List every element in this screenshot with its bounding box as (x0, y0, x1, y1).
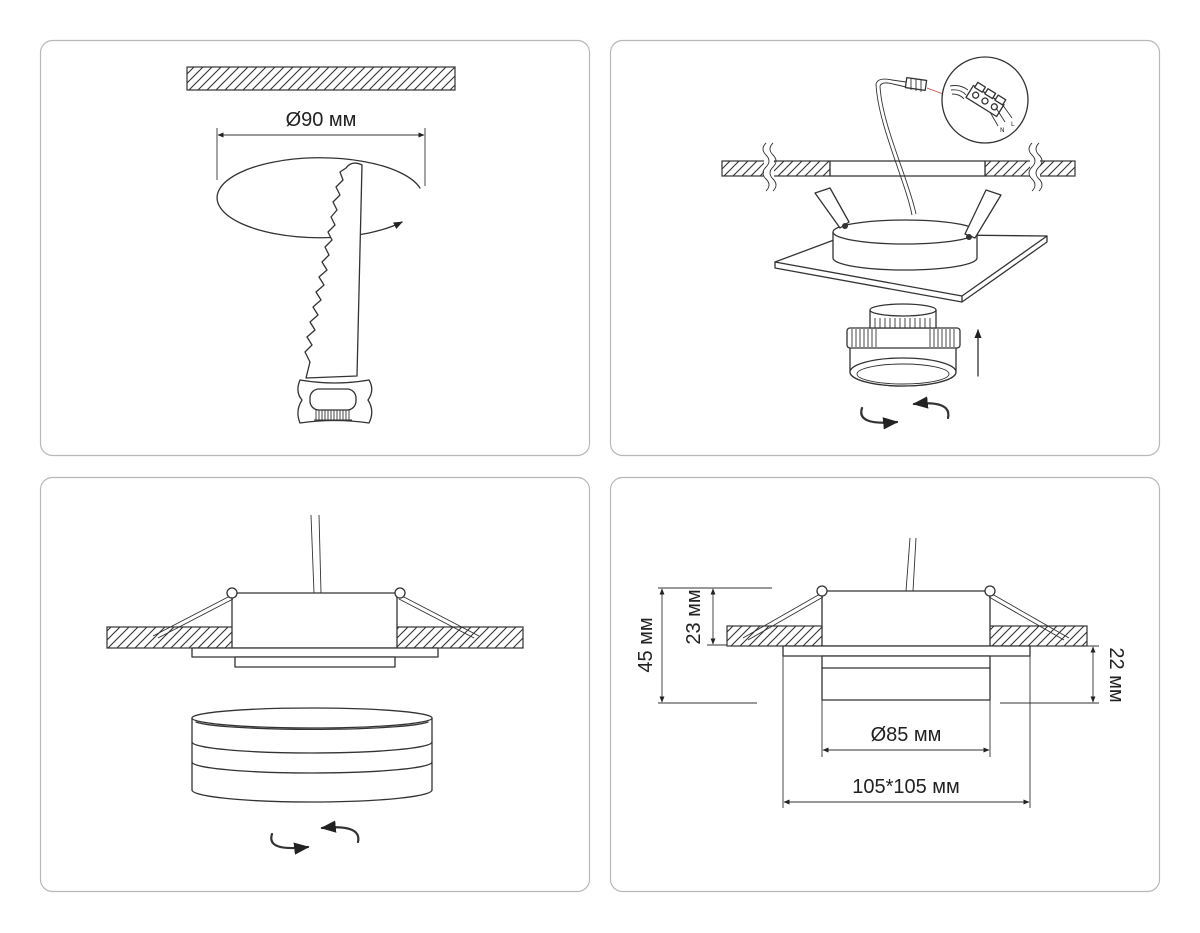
plate-size-label: 105*105 мм (852, 776, 960, 798)
handle-grip (314, 410, 352, 421)
saw-handle (297, 379, 373, 424)
supply-wire (310, 514, 322, 594)
panel-cut-hole: Ø90 мм (39, 39, 591, 457)
frame-socket (234, 656, 396, 668)
spring-clip-left (152, 587, 238, 639)
lamp-top-cap (869, 303, 937, 317)
lamp-lens-inner (856, 363, 950, 385)
top-height-label: 23 мм (683, 589, 705, 644)
lamp-top-ribs (874, 318, 931, 328)
hole-diameter-label: Ø90 мм (286, 109, 357, 131)
lamp-diameter-label: Ø85 мм (871, 724, 942, 746)
lamp-top-rim (195, 721, 429, 730)
terminal-detail-inset: N L (941, 56, 1029, 144)
supply-wire (905, 537, 917, 592)
saw-blade (304, 162, 363, 379)
lamp-stripe (191, 761, 433, 774)
gx53-lamp (846, 303, 961, 387)
break-line-left-b (769, 142, 777, 192)
inset-wires-in (949, 85, 969, 100)
supply-wire (875, 78, 917, 216)
rotate-arrows-icon (270, 820, 360, 855)
terminal-label-l: L (1011, 121, 1015, 128)
frame-body (821, 590, 991, 647)
spring-clip-right (964, 189, 1002, 239)
frame-cylinder-top (832, 219, 978, 245)
rotate-arrows-icon (860, 396, 950, 430)
lamp-body (821, 655, 991, 701)
break-line-left-a (762, 142, 770, 192)
clip-pivot-left (842, 223, 848, 229)
cut-circle-arrow (216, 157, 421, 239)
panel-frame (609, 476, 1161, 893)
mounting-frame (774, 187, 1048, 303)
handle-opening (309, 388, 357, 411)
spring-clip-left (814, 187, 850, 229)
spring-clip-right (984, 585, 1070, 641)
panel-frame (39, 476, 591, 893)
wire-connector (891, 77, 928, 92)
frame-body (231, 592, 398, 649)
panel-frame (609, 39, 1161, 457)
frame-flange (782, 645, 1031, 657)
ceiling-with-hole (721, 142, 1076, 192)
break-line-right-a (1028, 142, 1036, 192)
lamp-band (191, 741, 433, 754)
inset-wires-out (989, 103, 1013, 127)
spring-clip-right (394, 587, 480, 639)
break-line-right-b (1035, 142, 1043, 192)
terminal-label-n: N (1000, 127, 1005, 134)
lamp-top (191, 707, 433, 729)
lamp-lens (849, 357, 957, 387)
total-height-label: 45 мм (635, 617, 657, 672)
panel-wiring: N L (609, 39, 1161, 457)
frame-flange (191, 647, 439, 658)
ceiling-section (186, 66, 456, 91)
panel-frame (39, 39, 591, 457)
panel-dimensions: 45 мм 23 мм 22 мм Ø85 мм 105*105 мм (609, 476, 1161, 893)
lamp-body (191, 717, 433, 803)
bottom-height-label: 22 мм (1105, 647, 1127, 702)
spring-clip-left (742, 585, 828, 641)
lamp-ring-ribs (851, 329, 955, 347)
terminal-block (965, 81, 1007, 118)
panel-lamp-insert (39, 476, 591, 893)
gx53-lamp (191, 707, 433, 803)
ceiling-hole (829, 160, 986, 177)
clip-pivot-right (966, 234, 972, 240)
break-gap-right (1030, 158, 1040, 179)
plate-edge (774, 235, 1048, 303)
break-gap-left (764, 158, 774, 179)
